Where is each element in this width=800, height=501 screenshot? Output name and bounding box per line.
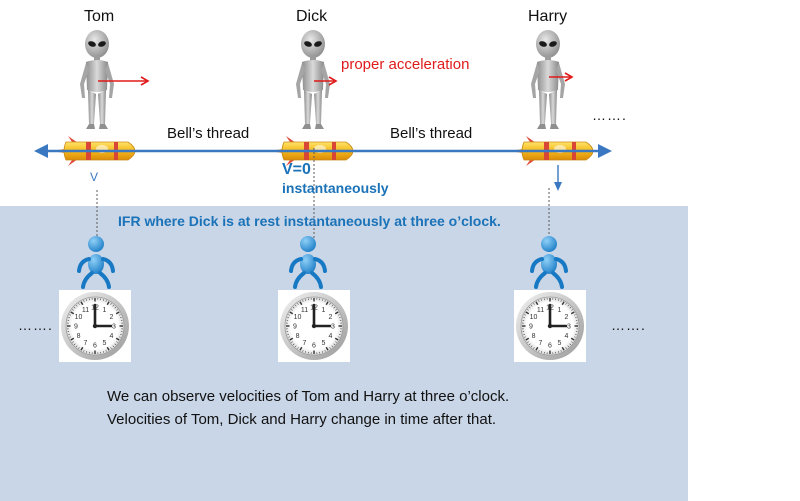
ellipsis-left: …….: [18, 317, 53, 333]
velocity-arrows: [554, 165, 562, 191]
observer-right-icon: [530, 234, 568, 289]
proper-acceleration-label: proper acceleration: [341, 56, 470, 73]
alien-harry-icon: [531, 30, 565, 129]
alien-dick-icon: [296, 30, 330, 129]
name-tom: Tom: [84, 8, 115, 25]
bells-thread-label-left: Bell’s thread: [167, 125, 250, 142]
clock-middle-icon: [276, 288, 352, 364]
name-harry: Harry: [528, 8, 568, 25]
proper-acceleration-arrows: [98, 72, 574, 86]
clock-left-icon: [57, 288, 133, 364]
dotted-world-lines: [96, 148, 550, 248]
dick-instant-label: instantaneously: [282, 180, 389, 196]
observation-line-2: Velocities of Tom, Dick and Harry change…: [107, 411, 497, 428]
motion-axis-arrow: [34, 144, 612, 158]
bells-thread-label-right: Bell’s thread: [390, 125, 473, 142]
alien-tom-icon: [80, 30, 114, 129]
ellipsis-top-right: …….: [592, 107, 627, 123]
ifr-caption: IFR where Dick is at rest instantaneousl…: [118, 213, 501, 229]
clock-right-icon: [512, 288, 588, 364]
observation-text: We can observe velocities of Tom and Har…: [107, 385, 509, 431]
observer-left-icon: [77, 234, 115, 289]
velocity-label-tom: V: [90, 170, 99, 184]
dick-velocity-label: V=0: [282, 161, 311, 178]
observation-line-1: We can observe velocities of Tom and Har…: [107, 388, 510, 405]
observer-middle-icon: [289, 234, 327, 289]
name-dick: Dick: [296, 8, 328, 25]
ellipsis-right: …….: [611, 317, 646, 333]
